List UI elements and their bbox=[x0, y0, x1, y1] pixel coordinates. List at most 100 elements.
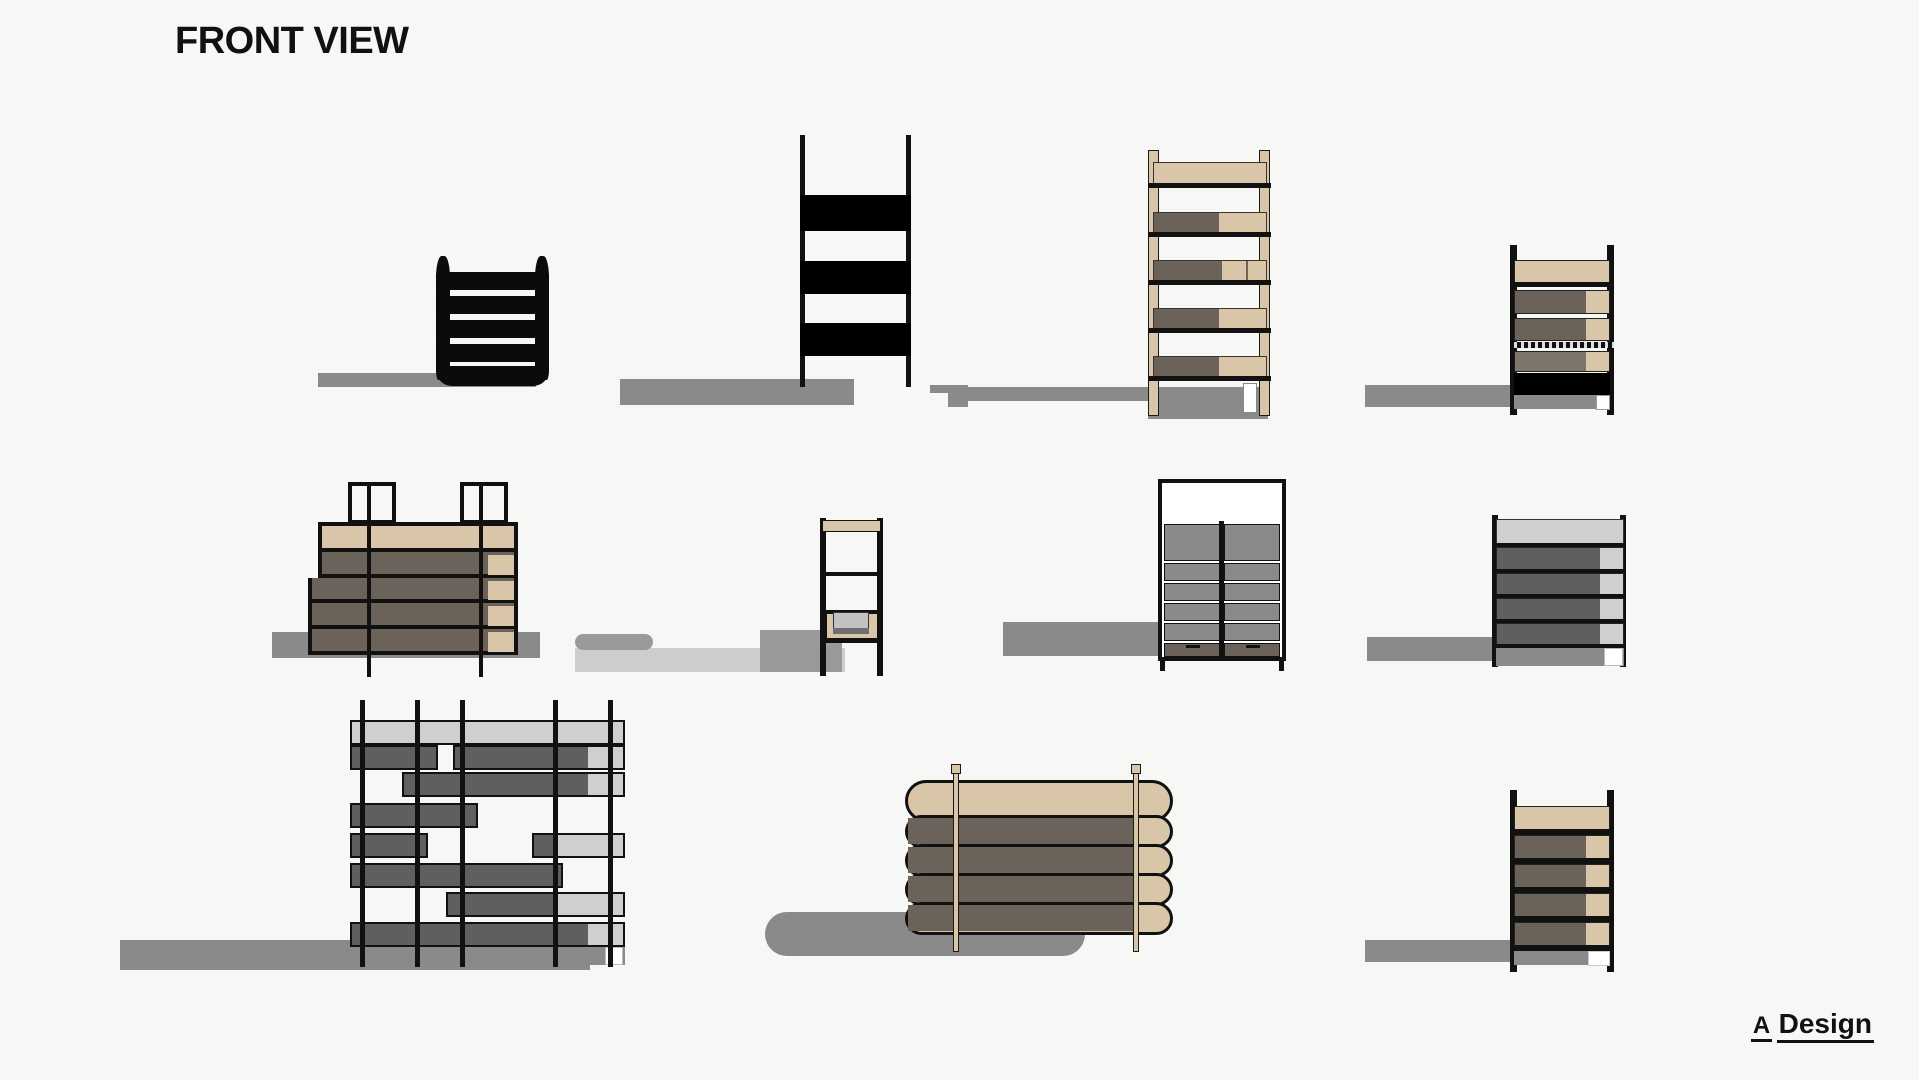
unit-7-shelf bbox=[1164, 563, 1220, 581]
unit-7-leg bbox=[1279, 659, 1284, 671]
unit-5-shelf-accent bbox=[488, 555, 514, 575]
unit-11-rail bbox=[1510, 916, 1614, 922]
unit-10-rounded-stacked-pill-shelf[interactable] bbox=[765, 764, 1185, 960]
unit-9-shelf-accent bbox=[588, 924, 623, 945]
unit-1-black-curved-rack[interactable] bbox=[310, 250, 549, 400]
unit-9-base-shelf bbox=[350, 947, 625, 965]
unit-7-two-column-gray-cabinet[interactable] bbox=[1003, 479, 1288, 674]
unit-6-top-shelf bbox=[822, 520, 881, 532]
unit-8-shelf-accent bbox=[1600, 548, 1623, 569]
unit-8-base-shelf bbox=[1496, 648, 1624, 666]
unit-7-shelf bbox=[1224, 563, 1280, 581]
unit-5-shelf-accent bbox=[488, 632, 514, 652]
unit-2-band bbox=[800, 261, 911, 294]
unit-1-shelf bbox=[436, 296, 549, 314]
unit-11-top-shelf bbox=[1514, 806, 1610, 830]
unit-3-rail bbox=[1148, 183, 1271, 188]
unit-8-rail bbox=[1492, 644, 1626, 648]
unit-3-top-shelf bbox=[1153, 162, 1267, 184]
unit-8-gray-frame-shelf-unit[interactable] bbox=[1367, 515, 1632, 675]
unit-8-left-post bbox=[1492, 515, 1498, 667]
unit-9-shelf bbox=[350, 922, 625, 947]
unit-4-shadow bbox=[1365, 385, 1520, 407]
unit-10-shelf-body bbox=[908, 905, 1133, 931]
unit-7-shelf bbox=[1224, 623, 1280, 641]
unit-5-post bbox=[367, 482, 371, 677]
unit-6-tray-contents-lower bbox=[833, 628, 869, 634]
unit-10-left-rod-cap bbox=[951, 764, 961, 774]
brand-logo[interactable]: A Design bbox=[1750, 1010, 1874, 1048]
unit-4-black-frame-tan-top-unit[interactable] bbox=[1365, 245, 1625, 420]
unit-2-post-and-band-shelf[interactable] bbox=[620, 135, 968, 415]
unit-11-rail bbox=[1510, 858, 1614, 864]
unit-5-top-frame-right bbox=[460, 482, 508, 524]
unit-5-shelf bbox=[308, 629, 518, 655]
unit-11-right-post bbox=[1607, 790, 1614, 972]
unit-6-right-post bbox=[877, 518, 883, 676]
unit-10-right-rod-cap bbox=[1131, 764, 1141, 774]
unit-5-shelf-accent bbox=[488, 606, 514, 626]
unit-3-shelf-accent bbox=[1248, 261, 1266, 280]
unit-9-post bbox=[415, 700, 420, 967]
unit-5-shelf bbox=[308, 578, 518, 603]
logo-line-1: A bbox=[1750, 1014, 1773, 1042]
unit-6-narrow-tall-etagere[interactable] bbox=[575, 518, 890, 678]
unit-5-shelf bbox=[308, 603, 518, 629]
unit-10-left-rod bbox=[953, 766, 959, 952]
unit-8-rail bbox=[1492, 594, 1626, 598]
unit-3-tan-frame-brown-shelf-unit[interactable] bbox=[958, 150, 1283, 430]
unit-8-shelf-accent bbox=[1600, 599, 1623, 619]
unit-5-post bbox=[479, 482, 483, 677]
unit-3-base-box bbox=[1243, 383, 1257, 413]
unit-5-shelf bbox=[318, 552, 518, 578]
unit-3-shelf-accent bbox=[1222, 261, 1246, 280]
unit-7-shelf bbox=[1164, 623, 1220, 641]
unit-7-shelf bbox=[1224, 524, 1280, 561]
unit-5-wide-double-post-console[interactable] bbox=[272, 482, 545, 677]
unit-11-left-post bbox=[1510, 790, 1517, 972]
unit-9-modular-staggered-shelving-system[interactable] bbox=[120, 700, 630, 970]
unit-4-base-shadow bbox=[1514, 395, 1610, 409]
unit-6-rail bbox=[820, 572, 883, 576]
unit-7-drawer[interactable] bbox=[1224, 643, 1280, 657]
unit-10-shelf-body bbox=[908, 847, 1133, 873]
unit-6-shadow-far bbox=[575, 634, 653, 650]
unit-7-drawer-pull[interactable] bbox=[1246, 645, 1260, 648]
unit-9-post bbox=[360, 700, 365, 967]
unit-4-rail bbox=[1510, 282, 1614, 287]
unit-6-shadow-trail bbox=[575, 648, 845, 672]
unit-9-shelf-accent bbox=[553, 894, 623, 915]
unit-8-shelf-accent bbox=[1600, 574, 1623, 594]
unit-8-shelf-accent bbox=[1600, 624, 1623, 644]
unit-10-shelf-body bbox=[908, 818, 1133, 844]
unit-11-shelf-accent bbox=[1586, 865, 1609, 887]
unit-11-rail bbox=[1510, 829, 1614, 835]
unit-4-shelf-accent bbox=[1586, 319, 1609, 340]
unit-3-shelf-accent bbox=[1219, 309, 1266, 328]
unit-3-shelf-accent bbox=[1219, 213, 1266, 232]
unit-10-shelf-body bbox=[908, 876, 1133, 902]
unit-9-post bbox=[553, 700, 558, 967]
page-title: FRONT VIEW bbox=[175, 20, 409, 62]
logo-line-2: Design bbox=[1776, 1010, 1874, 1043]
unit-5-shelf-accent bbox=[488, 581, 514, 600]
unit-7-shelf bbox=[1164, 603, 1220, 621]
unit-11-rail bbox=[1510, 945, 1614, 951]
unit-11-compact-black-frame-unit[interactable] bbox=[1365, 790, 1625, 975]
unit-8-base-box bbox=[1604, 648, 1623, 666]
unit-5-top-shelf bbox=[318, 522, 518, 552]
unit-7-center-divider bbox=[1219, 521, 1224, 661]
unit-7-drawer-pull[interactable] bbox=[1186, 645, 1200, 648]
unit-2-band bbox=[800, 323, 911, 356]
unit-10-right-rod bbox=[1133, 766, 1139, 952]
unit-9-post bbox=[460, 700, 465, 967]
unit-4-base-box bbox=[1596, 395, 1610, 410]
unit-3-shadow bbox=[958, 387, 1154, 401]
unit-5-top-frame-left bbox=[348, 482, 396, 524]
unit-4-shelf-accent bbox=[1586, 291, 1609, 313]
unit-3-rail bbox=[1148, 376, 1271, 381]
unit-2-shadow bbox=[620, 379, 854, 405]
unit-3-rail bbox=[1148, 232, 1271, 237]
unit-3-shelf-accent bbox=[1219, 357, 1266, 376]
unit-2-shadow-right bbox=[930, 385, 968, 393]
